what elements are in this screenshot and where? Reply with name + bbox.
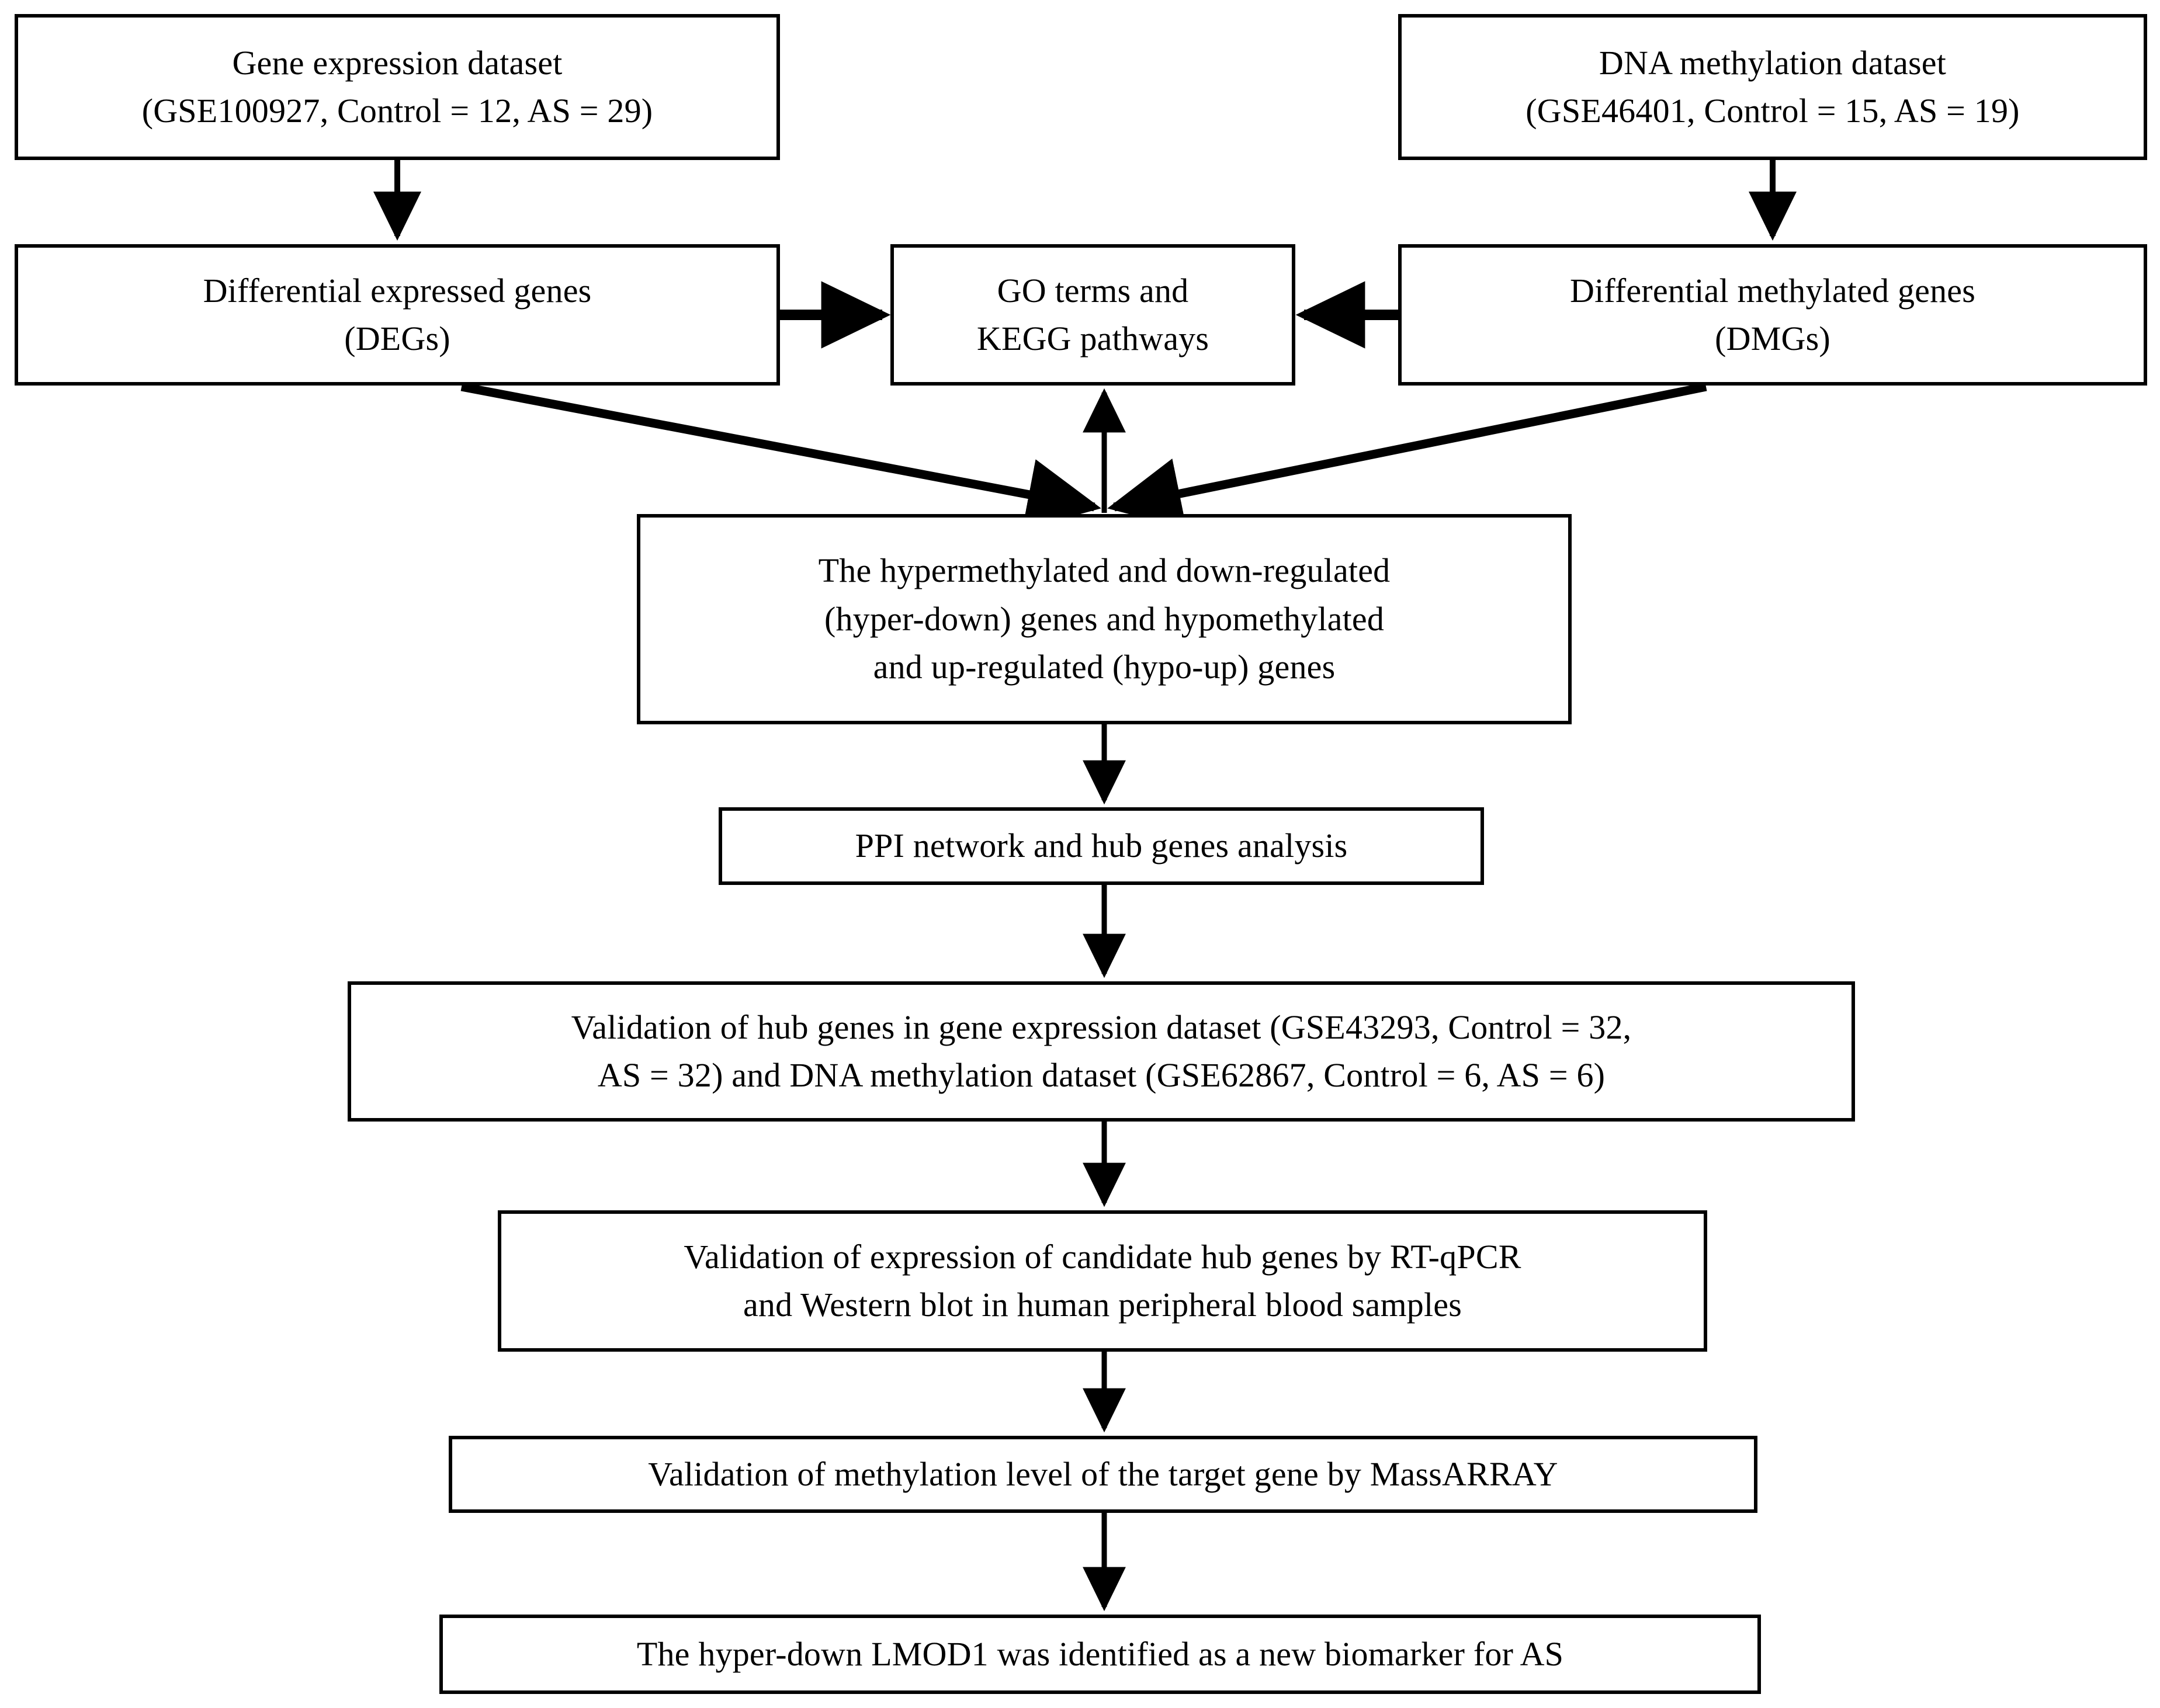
node-gene-expression-dataset-label: Gene expression dataset (GSE100927, Cont… <box>141 43 653 130</box>
node-validation-massarray[interactable]: Validation of methylation level of the t… <box>449 1436 1757 1513</box>
node-go-kegg-label: GO terms and KEGG pathways <box>976 271 1209 357</box>
node-validation-datasets[interactable]: Validation of hub genes in gene expressi… <box>348 981 1855 1122</box>
node-go-kegg[interactable]: GO terms and KEGG pathways <box>890 244 1295 386</box>
node-validation-datasets-label: Validation of hub genes in gene expressi… <box>571 1008 1632 1094</box>
node-degs[interactable]: Differential expressed genes (DEGs) <box>15 244 780 386</box>
edge-dmgs-to-hyper-hypo <box>1107 382 1707 529</box>
node-conclusion-lmod1-label: The hyper-down LMOD1 was identified as a… <box>636 1634 1564 1673</box>
node-dna-methylation-dataset-label: DNA methylation dataset (GSE46401, Contr… <box>1525 43 2020 130</box>
node-validation-massarray-label: Validation of methylation level of the t… <box>648 1454 1558 1493</box>
node-gene-expression-dataset[interactable]: Gene expression dataset (GSE100927, Cont… <box>15 14 780 160</box>
node-validation-rtqpcr-label: Validation of expression of candidate hu… <box>684 1237 1521 1324</box>
node-validation-rtqpcr[interactable]: Validation of expression of candidate hu… <box>498 1210 1707 1352</box>
node-hyper-hypo-genes[interactable]: The hypermethylated and down-regulated (… <box>637 514 1572 724</box>
node-ppi-network-label: PPI network and hub genes analysis <box>855 827 1348 865</box>
node-dmgs[interactable]: Differential methylated genes (DMGs) <box>1398 244 2147 386</box>
edge-degs-to-hyper-hypo <box>460 382 1101 530</box>
node-hyper-hypo-genes-label: The hypermethylated and down-regulated (… <box>818 551 1391 686</box>
node-ppi-network[interactable]: PPI network and hub genes analysis <box>719 807 1484 885</box>
node-conclusion-lmod1[interactable]: The hyper-down LMOD1 was identified as a… <box>439 1615 1761 1694</box>
node-degs-label: Differential expressed genes (DEGs) <box>203 271 592 357</box>
node-dna-methylation-dataset[interactable]: DNA methylation dataset (GSE46401, Contr… <box>1398 14 2147 160</box>
node-dmgs-label: Differential methylated genes (DMGs) <box>1569 271 1975 357</box>
